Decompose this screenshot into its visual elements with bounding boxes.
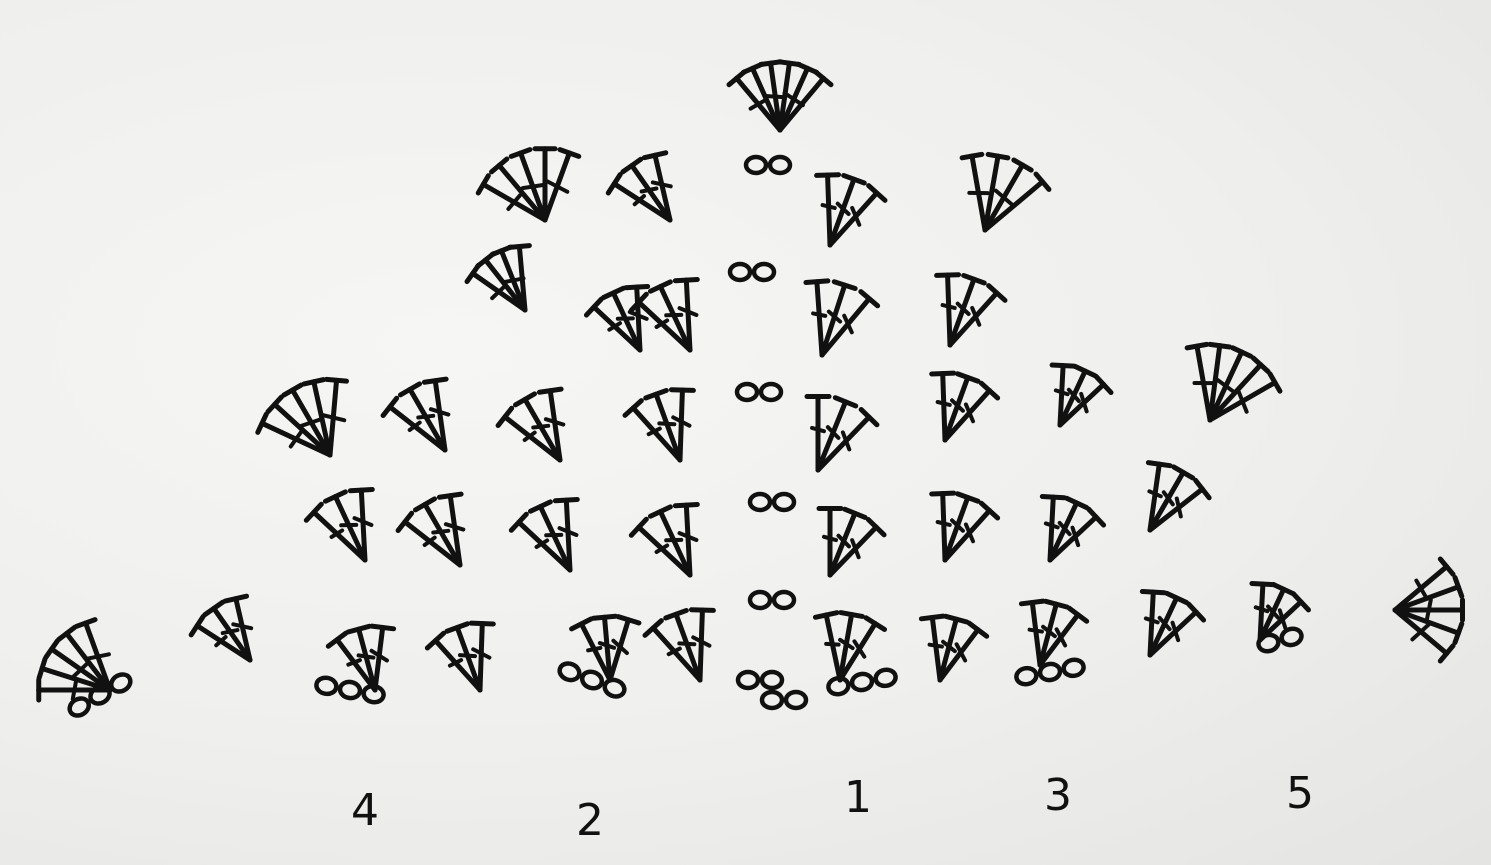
- cluster-stitch-icon: [942, 143, 1055, 246]
- cluster-stitch-icon: [1120, 455, 1214, 548]
- cluster-stitch-icon: [462, 236, 557, 328]
- cluster-stitch-icon: [912, 366, 1001, 452]
- cluster-stitch-icon: [783, 388, 880, 484]
- cluster-stitch-icon: [729, 62, 831, 130]
- cluster-stitch-icon: [1164, 330, 1289, 441]
- cluster-stitch-icon: [186, 589, 278, 679]
- row-label-2: 2: [576, 795, 604, 846]
- cluster-stitch-icon: [1119, 584, 1207, 670]
- cluster-stitch-icon: [916, 267, 1008, 358]
- cluster-stitch-icon: [796, 167, 888, 258]
- cluster-stitch-icon: [571, 614, 644, 683]
- row-label-5: 5: [1286, 768, 1314, 819]
- cluster-stitch-icon: [786, 273, 880, 366]
- cluster-stitch-icon: [378, 371, 476, 468]
- cluster-stitch-icon: [393, 486, 491, 583]
- cluster-stitch-icon: [1395, 559, 1463, 661]
- cluster-stitch-icon: [603, 145, 699, 240]
- chain-stitch-icon: [746, 157, 790, 173]
- chain-stitch-icon: [730, 264, 774, 280]
- chain-stitch-icon: [750, 592, 794, 608]
- chain-stitch-icon: [738, 672, 782, 688]
- row-label-3: 3: [1044, 770, 1072, 821]
- cluster-stitch-icon: [248, 364, 374, 480]
- cluster-stitch-icon: [642, 602, 734, 693]
- cluster-stitch-icon: [907, 610, 989, 688]
- cluster-stitch-icon: [470, 135, 595, 239]
- chain-stitch-icon: [737, 384, 781, 400]
- chain-stitch-icon: [750, 494, 794, 510]
- cluster-stitch-icon: [424, 616, 513, 702]
- cluster-stitch-icon: [622, 382, 714, 473]
- cluster-stitch-icon: [1019, 489, 1107, 575]
- cluster-stitch-icon: [507, 491, 603, 585]
- cluster-stitch-icon: [493, 381, 591, 478]
- row-label-1: 1: [844, 772, 872, 823]
- cluster-stitch-icon: [1031, 357, 1115, 438]
- cluster-stitch-icon: [23, 609, 138, 730]
- cluster-stitch-icon: [797, 500, 887, 588]
- cluster-stitch-icon: [302, 481, 398, 575]
- chain-stitch-icon: [1015, 658, 1085, 686]
- cluster-stitch-icon: [627, 496, 723, 590]
- chain-stitch-icon: [762, 692, 806, 708]
- cluster-stitch-icon: [912, 486, 1001, 572]
- cluster-stitch-icon: [805, 608, 886, 686]
- row-label-4: 4: [351, 785, 379, 836]
